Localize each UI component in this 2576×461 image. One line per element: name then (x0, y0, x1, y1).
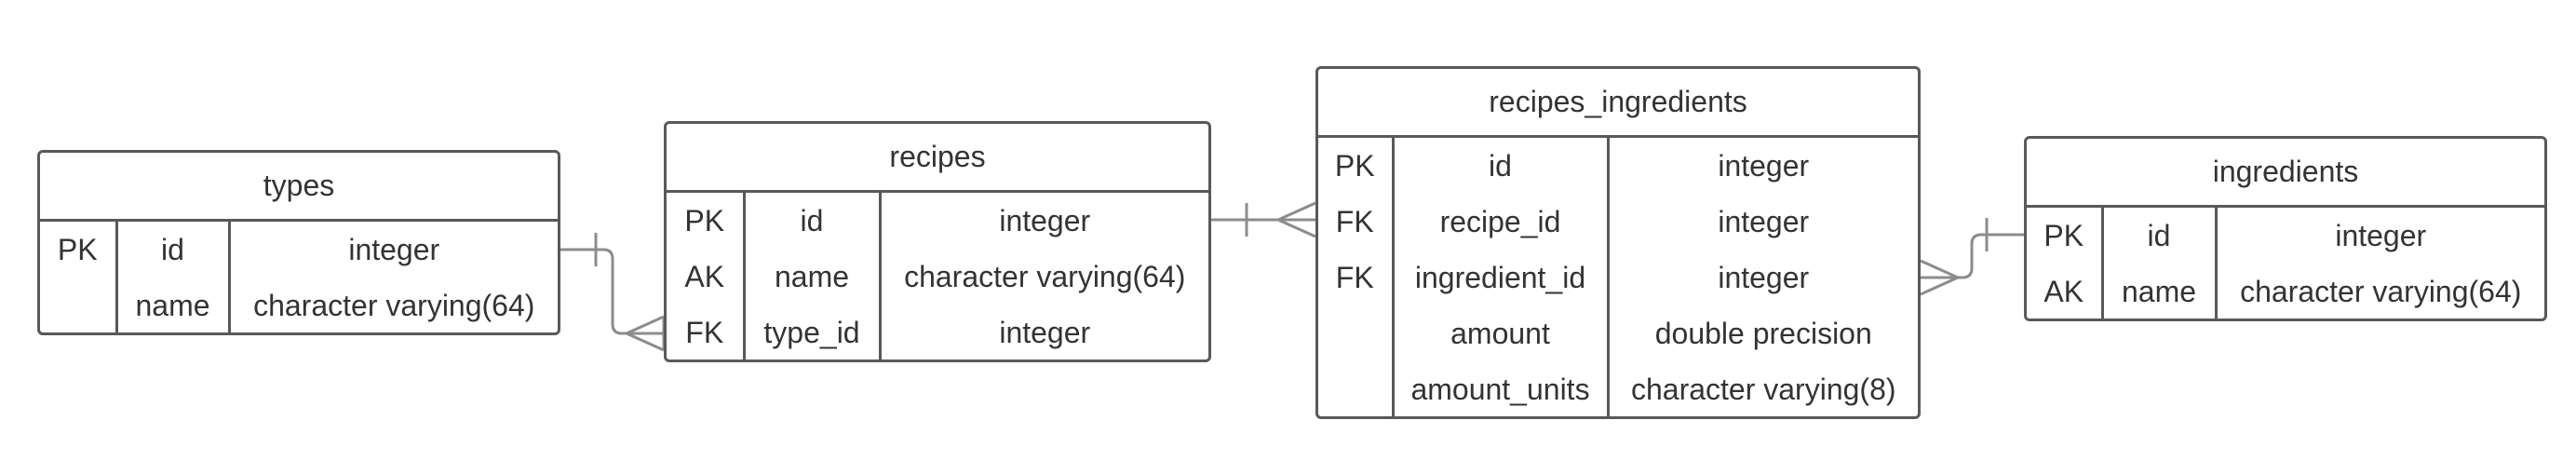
attribute-table: PK id integer AK name character varying(… (2027, 208, 2544, 319)
table-row[interactable]: amount double precision (1318, 305, 1918, 361)
type-cell: integer (2335, 218, 2427, 252)
entity-title: recipes (667, 124, 1208, 193)
connector-ingredients-recipes-ingredients (1920, 218, 2024, 296)
field-cell: id (744, 193, 882, 249)
type-cell: integer (999, 203, 1091, 237)
entity-title: recipes_ingredients (1318, 69, 1918, 138)
entity-ingredients[interactable]: ingredients PK id integer AK name charac… (2024, 136, 2547, 321)
type-cell: integer (999, 315, 1091, 349)
entity-title: types (40, 153, 558, 222)
type-cell: double precision (1654, 316, 1872, 350)
type-cell: character varying(64) (2240, 274, 2522, 308)
field-cell: name (2102, 264, 2218, 319)
key-cell: FK (1318, 250, 1395, 305)
table-row[interactable]: PK id integer (1318, 138, 1918, 194)
field-cell: type_id (744, 305, 882, 359)
table-row[interactable]: PK id integer (667, 193, 1208, 249)
type-cell: integer (1718, 148, 1810, 183)
connector-types-recipes (559, 233, 666, 352)
key-cell: PK (40, 222, 118, 278)
table-row[interactable]: FK ingredient_id integer (1318, 250, 1918, 305)
entity-recipes[interactable]: recipes PK id integer AK name character … (664, 121, 1211, 362)
field-cell: id (116, 222, 231, 278)
entity-types[interactable]: types PK id integer name character varyi… (37, 150, 560, 335)
entity-recipes-ingredients[interactable]: recipes_ingredients PK id integer FK rec… (1315, 66, 1921, 419)
field-cell: id (2102, 208, 2218, 264)
table-row[interactable]: amount_units character varying(8) (1318, 361, 1918, 416)
field-cell: name (116, 278, 231, 332)
type-cell: character varying(8) (1630, 372, 1896, 406)
type-cell: character varying(64) (253, 288, 535, 322)
key-cell: AK (667, 249, 746, 305)
field-cell: id (1393, 138, 1610, 194)
field-cell: recipe_id (1393, 194, 1610, 250)
key-cell: FK (1318, 194, 1395, 250)
key-cell: AK (2027, 264, 2104, 319)
type-cell: integer (348, 232, 440, 266)
attribute-table: PK id integer name character varying(64) (40, 222, 558, 332)
table-row[interactable]: name character varying(64) (40, 278, 558, 332)
key-cell (1318, 361, 1395, 416)
table-row[interactable]: PK id integer (2027, 208, 2544, 264)
type-cell: character varying(64) (904, 259, 1186, 293)
key-cell: PK (2027, 208, 2104, 264)
table-row[interactable]: FK recipe_id integer (1318, 194, 1918, 250)
field-cell: amount (1393, 305, 1610, 361)
table-row[interactable]: AK name character varying(64) (667, 249, 1208, 305)
attribute-table: PK id integer FK recipe_id integer FK in… (1318, 138, 1918, 416)
type-cell: integer (1718, 260, 1810, 294)
table-row[interactable]: FK type_id integer (667, 305, 1208, 359)
key-cell (40, 278, 118, 332)
key-cell: FK (667, 305, 746, 359)
connector-recipes-recipes-ingredients (1209, 201, 1316, 238)
type-cell: integer (1718, 204, 1810, 238)
attribute-table: PK id integer AK name character varying(… (667, 193, 1208, 359)
table-row[interactable]: AK name character varying(64) (2027, 264, 2544, 319)
field-cell: amount_units (1393, 361, 1610, 416)
table-row[interactable]: PK id integer (40, 222, 558, 278)
field-cell: name (744, 249, 882, 305)
key-cell: PK (1318, 138, 1395, 194)
key-cell (1318, 305, 1395, 361)
field-cell: ingredient_id (1393, 250, 1610, 305)
entity-title: ingredients (2027, 139, 2544, 208)
key-cell: PK (667, 193, 746, 249)
